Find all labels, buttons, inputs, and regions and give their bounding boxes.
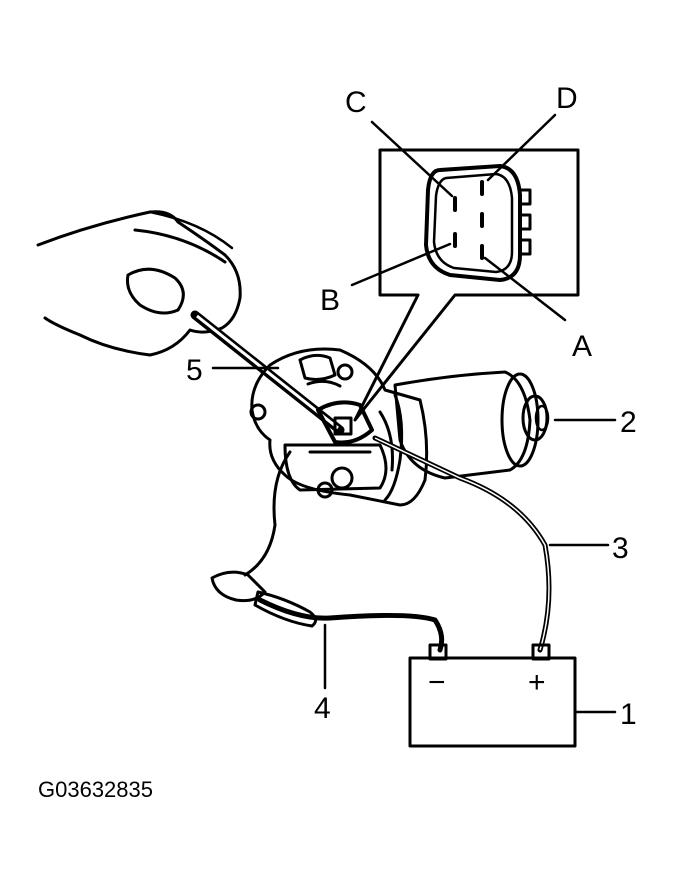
lead-wires: [210, 435, 552, 653]
battery: − +: [408, 643, 577, 748]
wiper-motor: [249, 347, 550, 507]
figure-code: G03632835: [38, 777, 153, 802]
connector-inset: [350, 113, 580, 422]
pin-label-b: B: [320, 284, 340, 317]
hand-with-probe: [36, 210, 345, 435]
callout-3: 3: [612, 532, 629, 565]
pin-label-c: C: [345, 86, 367, 119]
callout-leaders: [211, 366, 617, 714]
battery-negative-sign: −: [428, 666, 446, 699]
callout-5: 5: [186, 354, 203, 387]
callout-2: 2: [620, 406, 637, 439]
callout-4: 4: [314, 692, 331, 725]
callout-1: 1: [620, 698, 637, 731]
pin-label-d: D: [556, 82, 578, 115]
pin-label-a: A: [572, 330, 592, 363]
battery-positive-sign: +: [528, 666, 546, 699]
